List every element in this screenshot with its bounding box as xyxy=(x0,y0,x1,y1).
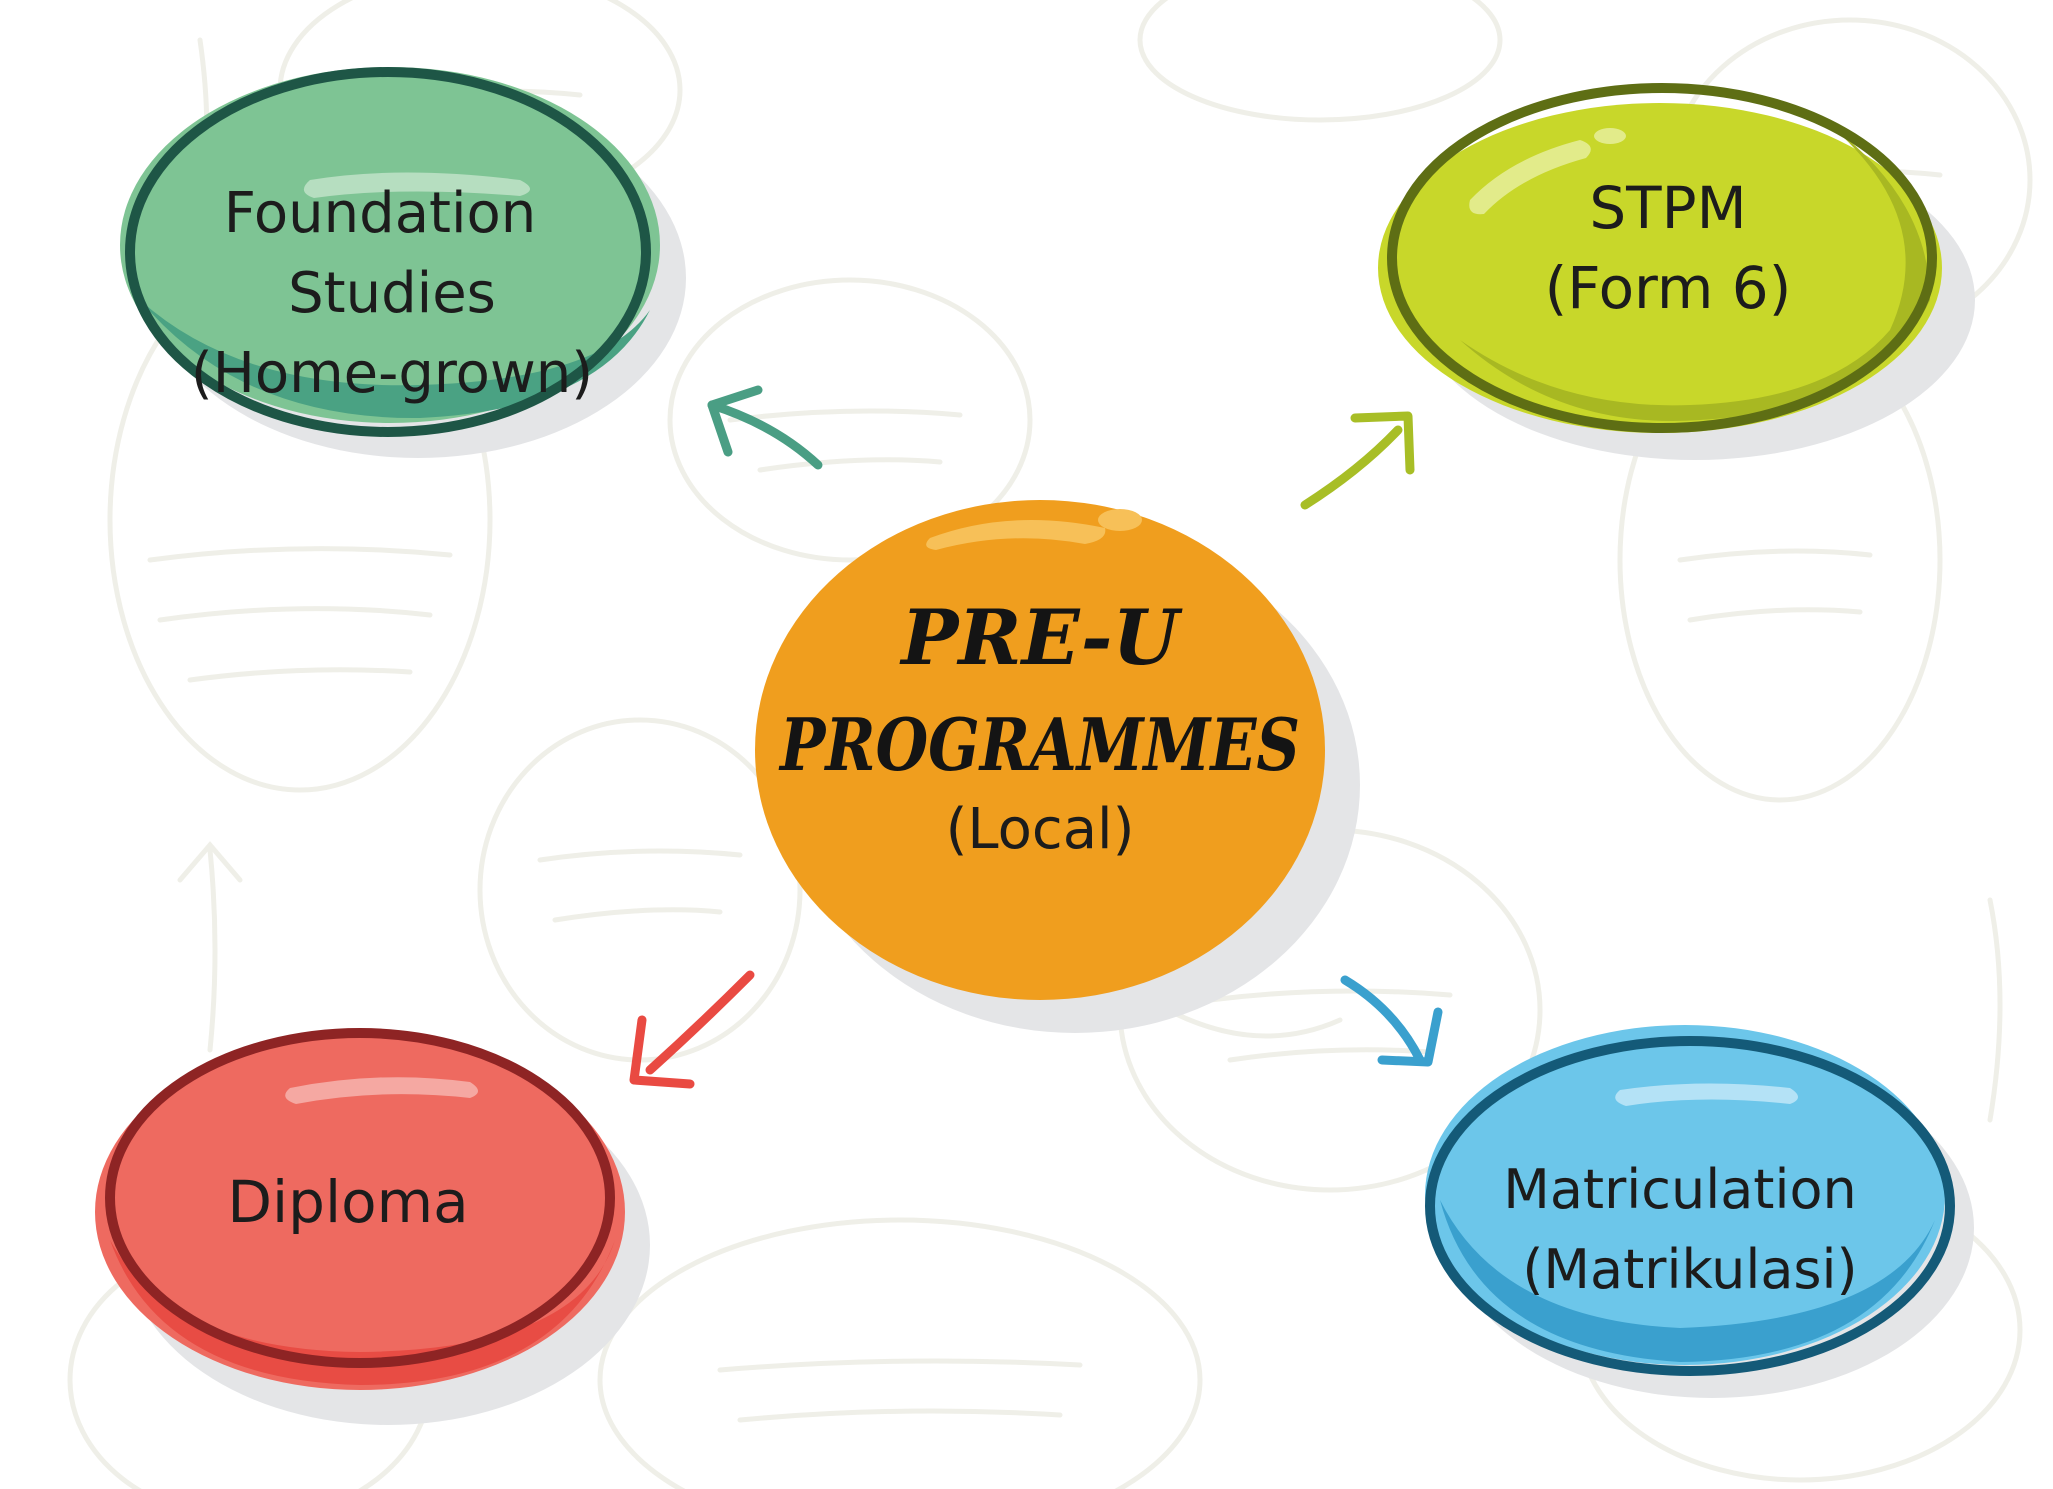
matriculation-label-line2: (Matrikulasi) xyxy=(1522,1238,1857,1301)
arrow-to-matriculation xyxy=(1340,975,1443,1067)
arrow-to-diploma xyxy=(629,970,755,1089)
arrow-to-stpm xyxy=(1300,411,1415,510)
stpm-label-line1: STPM xyxy=(1589,174,1746,242)
matriculation-node-fill xyxy=(1425,1025,1945,1365)
stpm-node-highlight-dot xyxy=(1594,128,1626,144)
matriculation-node: Matriculation (Matrikulasi) xyxy=(1425,1025,1974,1398)
center-node: PRE-U PROGRAMMES (Local) xyxy=(755,500,1360,1033)
matriculation-node-highlight xyxy=(1615,1083,1798,1106)
matriculation-node-outline xyxy=(1425,1036,1955,1376)
foundation-node-highlight xyxy=(303,172,530,198)
foundation-label-line2: Studies xyxy=(288,261,496,326)
arrow-to-foundation xyxy=(707,385,823,470)
center-node-highlight xyxy=(926,520,1106,550)
center-node-circle xyxy=(755,500,1325,1000)
foundation-node-fill xyxy=(120,67,660,423)
diploma-node-outline xyxy=(105,1028,615,1368)
diploma-node-fill xyxy=(95,1034,625,1390)
diploma-node-shade xyxy=(110,1240,615,1385)
center-title-line2: PROGRAMMES xyxy=(778,702,1300,787)
diploma-node: Diploma xyxy=(95,1028,650,1425)
matriculation-node-shade xyxy=(1440,1200,1935,1362)
center-node-highlight-dot xyxy=(1098,509,1142,531)
matriculation-label-line1: Matriculation xyxy=(1503,1158,1857,1221)
stpm-node: STPM (Form 6) xyxy=(1378,83,1975,460)
center-subtitle: (Local) xyxy=(946,797,1135,862)
foundation-label-line1: Foundation xyxy=(224,181,537,246)
diploma-node-highlight xyxy=(285,1077,478,1104)
foundation-node-outline xyxy=(125,67,651,437)
stpm-node-highlight xyxy=(1469,140,1591,215)
center-title-line1: PRE-U xyxy=(899,593,1183,682)
foundation-node-shade xyxy=(140,300,650,419)
foundation-node: Foundation Studies (Home-grown) xyxy=(120,67,686,458)
foundation-label-line3: (Home-grown) xyxy=(191,341,593,406)
diploma-label: Diploma xyxy=(227,1168,468,1236)
stpm-node-outline xyxy=(1387,83,1937,433)
stpm-label-line2: (Form 6) xyxy=(1545,254,1792,322)
